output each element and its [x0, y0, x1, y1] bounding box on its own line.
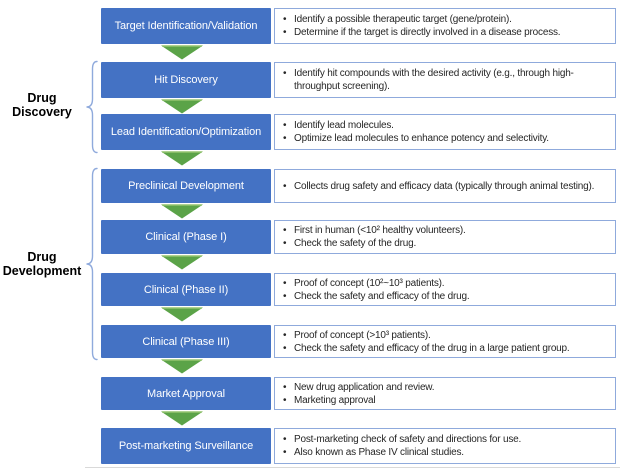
down-arrow-icon: [161, 204, 203, 219]
stage-description-box: New drug application and review. Marketi…: [274, 377, 616, 410]
bullet-item: Proof of concept (>10³ patients).: [281, 329, 570, 342]
stage-box: Post-marketing Surveillance: [101, 428, 271, 464]
bullet-item: Identify hit compounds with the desired …: [281, 67, 613, 93]
down-arrow-icon: [161, 307, 203, 322]
stage-box: Target Identification/Validation: [101, 8, 271, 44]
stage-box: Preclinical Development: [101, 169, 271, 203]
step-row-lead-identification: Lead Identification/Optimization Identif…: [0, 114, 624, 150]
down-arrow-icon: [161, 151, 203, 166]
stage-description-box: Proof of concept (10²~10³ patients). Che…: [274, 273, 616, 306]
group-label-drug-development: Drug Development: [2, 250, 82, 278]
step-row-hit-discovery: Hit Discovery Identify hit compounds wit…: [0, 62, 624, 98]
stage-box: Clinical (Phase III): [101, 325, 271, 358]
stage-box: Clinical (Phase I): [101, 220, 271, 254]
bullet-item: Optimize lead molecules to enhance poten…: [281, 132, 549, 145]
step-row-post-marketing-surveillance: Post-marketing Surveillance Post-marketi…: [0, 428, 624, 464]
bullet-item: First in human (<10² healthy volunteers)…: [281, 224, 466, 237]
step-row-preclinical-development: Preclinical Development Collects drug sa…: [0, 169, 624, 203]
bullet-item: Marketing approval: [281, 394, 434, 407]
stage-description-box: Proof of concept (>10³ patients). Check …: [274, 325, 616, 358]
bullet-item: Identify lead molecules.: [281, 119, 549, 132]
stage-box: Clinical (Phase II): [101, 273, 271, 306]
stage-description-box: Post-marketing check of safety and direc…: [274, 428, 616, 464]
down-arrow-icon: [161, 411, 203, 426]
stage-box: Hit Discovery: [101, 62, 271, 98]
bullet-item: Collects drug safety and efficacy data (…: [281, 180, 594, 193]
stage-description-box: Identify lead molecules. Optimize lead m…: [274, 114, 616, 150]
bullet-item: Proof of concept (10²~10³ patients).: [281, 277, 469, 290]
bullet-item: Identify a possible therapeutic target (…: [281, 13, 560, 26]
down-arrow-icon: [161, 359, 203, 374]
drug-discovery-brace: [86, 60, 98, 154]
stage-box: Lead Identification/Optimization: [101, 114, 271, 150]
bullet-item: Also known as Phase IV clinical studies.: [281, 446, 521, 459]
bullet-item: Post-marketing check of safety and direc…: [281, 433, 521, 446]
stage-box: Market Approval: [101, 377, 271, 410]
step-row-market-approval: Market Approval New drug application and…: [0, 377, 624, 410]
stage-description-box: Collects drug safety and efficacy data (…: [274, 169, 616, 203]
down-arrow-icon: [161, 45, 203, 60]
bullet-item: Determine if the target is directly invo…: [281, 26, 561, 39]
step-row-clinical-phase-1: Clinical (Phase I) First in human (<10² …: [0, 220, 624, 254]
stage-description-box: First in human (<10² healthy volunteers)…: [274, 220, 616, 254]
bullet-item: Check the safety of the drug.: [281, 237, 466, 250]
bullet-item: Check the safety and efficacy of the dru…: [281, 290, 470, 303]
down-arrow-icon: [161, 99, 203, 114]
bullet-item: Check the safety and efficacy of the dru…: [281, 342, 570, 355]
bottom-divider: [85, 467, 620, 468]
step-row-target-identification: Target Identification/Validation Identif…: [0, 8, 624, 44]
down-arrow-icon: [161, 255, 203, 270]
step-row-clinical-phase-3: Clinical (Phase III) Proof of concept (>…: [0, 325, 624, 358]
stage-description-box: Identify a possible therapeutic target (…: [274, 8, 616, 44]
bullet-item: New drug application and review.: [281, 381, 435, 394]
stage-description-box: Identify hit compounds with the desired …: [274, 62, 616, 98]
step-row-clinical-phase-2: Clinical (Phase II) Proof of concept (10…: [0, 273, 624, 306]
drug-development-brace: [86, 167, 98, 361]
group-label-drug-discovery: Drug Discovery: [12, 91, 72, 119]
